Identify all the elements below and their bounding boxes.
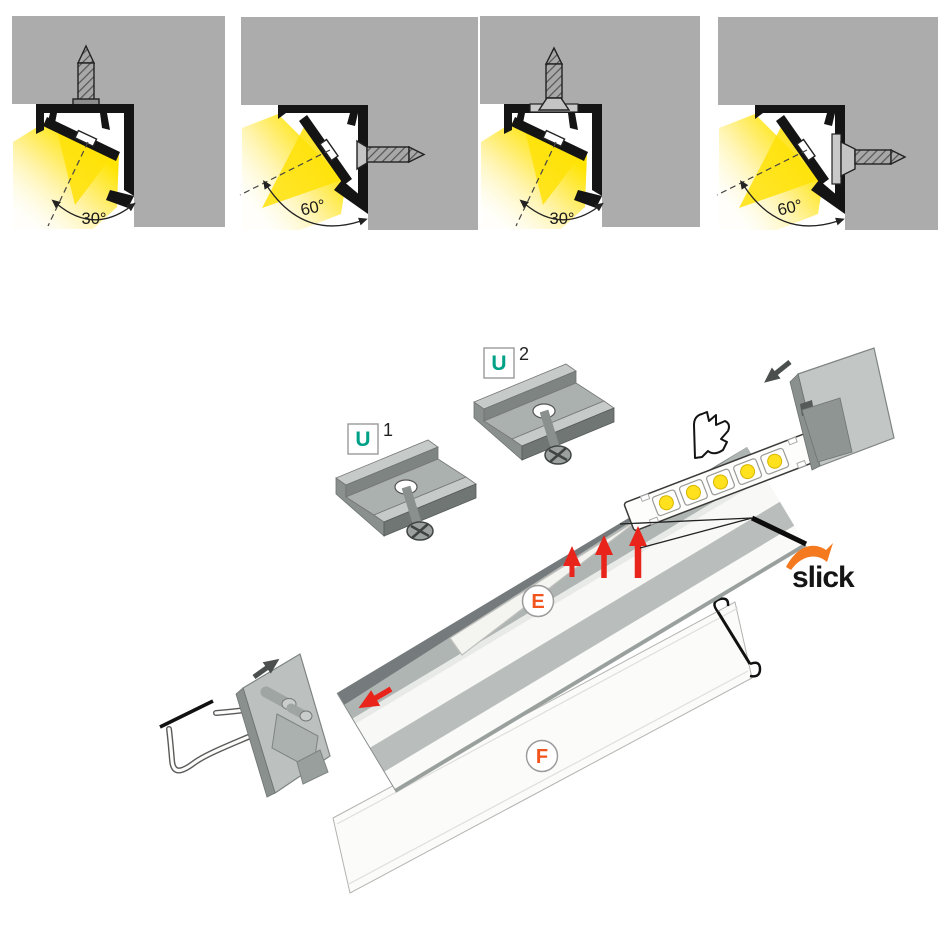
beam-axis	[515, 141, 557, 227]
mounting-bracket-1	[336, 440, 476, 540]
bracket2-superscript: 2	[519, 344, 529, 364]
assembly-direction-arrows	[358, 526, 647, 709]
led-chips	[651, 447, 790, 517]
bracket1-letter: U	[355, 428, 370, 451]
beam-axis	[239, 149, 331, 196]
bracket2-letter: U	[491, 352, 506, 375]
diagram-ceiling-mount-30-countersunk: 30°	[480, 16, 700, 229]
mounting-screw	[529, 46, 579, 113]
brand-pointer-line	[750, 515, 808, 547]
brand-swoosh-icon	[786, 543, 833, 570]
ceiling-surface	[718, 17, 938, 105]
angle-arc	[519, 199, 604, 221]
wall-surface	[134, 104, 225, 227]
mounting-screw	[831, 133, 907, 185]
angle-label: 30°	[550, 210, 575, 228]
brand-name: slick	[792, 561, 855, 594]
bracket2-label: U 2	[483, 344, 529, 379]
mounting-screw	[72, 44, 100, 107]
angle-arc	[51, 199, 136, 221]
mounting-screw	[356, 139, 426, 171]
led-module	[542, 129, 566, 148]
aluminium-profile-channel	[336, 447, 807, 793]
wall-surface	[368, 17, 478, 230]
brand-callout: slick	[619, 515, 856, 594]
led-module	[74, 129, 98, 148]
diffuser-cross-section-outline	[713, 597, 762, 678]
angle-label: 30°	[82, 210, 107, 228]
red-left-arrow-icon	[358, 686, 393, 709]
end-cap-left-with-cable	[159, 653, 331, 798]
end-cap-right	[764, 347, 895, 471]
ceiling-surface	[241, 17, 368, 105]
insert-direction-arrow-icon	[764, 360, 792, 383]
insert-direction-arrow-icon	[252, 658, 280, 680]
diffuser-label: F	[525, 739, 559, 773]
svg-text:F: F	[536, 746, 548, 768]
bracket1-label: U 1	[347, 420, 393, 455]
angle-label: 60°	[776, 196, 804, 219]
beam-axis	[716, 149, 808, 196]
angle-arc	[740, 180, 845, 227]
wall-surface	[845, 105, 938, 230]
beam-axis	[47, 141, 89, 227]
diagram-wall-mount-60: 60°	[239, 17, 478, 230]
angle-label: 60°	[299, 196, 327, 219]
diagram-ceiling-mount-30: 30°	[12, 16, 225, 229]
wall-surface	[602, 104, 700, 227]
mounting-bracket-2	[474, 364, 614, 464]
svg-text:E: E	[531, 591, 544, 613]
cable-end-mark	[159, 699, 214, 729]
ceiling-surface	[480, 16, 700, 104]
diagram-wall-mount-60-countersunk: 60°	[716, 17, 938, 230]
profile-cross-section-outline	[693, 411, 730, 459]
profile-label: E	[521, 584, 555, 618]
bracket1-superscript: 1	[383, 420, 393, 440]
angle-arc	[263, 180, 368, 227]
ceiling-surface	[12, 16, 225, 104]
